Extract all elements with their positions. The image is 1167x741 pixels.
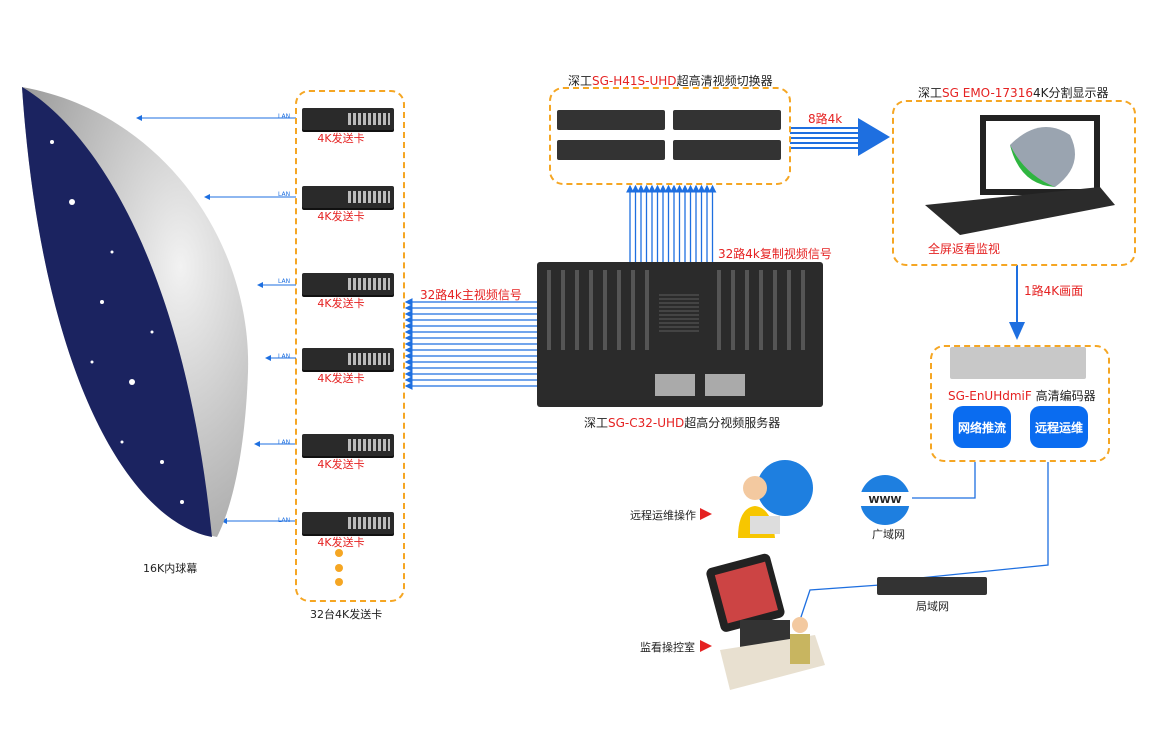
switcher-image <box>673 140 781 160</box>
push-stream-button: 网络推流 <box>953 406 1011 448</box>
server-title: 深工SG-C32-UHD超高分视频服务器 <box>584 416 781 430</box>
lan-label: LAN <box>278 353 291 360</box>
encoder-group <box>930 345 1110 462</box>
encoder-image <box>950 347 1086 379</box>
switcher-image <box>557 140 665 160</box>
svg-text:WWW: WWW <box>868 495 901 506</box>
send-card-group-label: 32台4K发送卡 <box>310 608 383 621</box>
monitor-caption: 全屏返看监视 <box>928 242 1001 256</box>
dome-label: 16K内球幕 <box>143 562 198 575</box>
remote-operator-icon <box>738 460 813 538</box>
monitor-image <box>925 115 1115 235</box>
8ch-label: 8路4k <box>808 112 843 126</box>
send-card-label: 4K发送卡 <box>317 210 365 223</box>
switcher-image <box>673 110 781 130</box>
send-card-image <box>302 512 394 534</box>
switcher-title: 深工SG-H41S-UHD超高清视频切换器 <box>568 74 773 88</box>
dome-screen-image <box>22 87 249 537</box>
control-room-label: 监看操控室 <box>640 641 695 654</box>
wan-label: 广域网 <box>872 528 905 541</box>
globe-icon: WWW <box>860 475 910 525</box>
control-room-image <box>706 553 825 690</box>
copy-signal-arrows <box>626 184 717 262</box>
encoder-title: SG-EnUHdmiF 高清编码器 <box>948 389 1096 403</box>
main-signal-label: 32路4k主视频信号 <box>420 288 522 302</box>
lan-label: LAN <box>278 439 291 446</box>
send-card-image <box>302 273 394 295</box>
1ch-label: 1路4K画面 <box>1024 284 1084 298</box>
main-signal-arrows <box>404 298 537 390</box>
more-dot <box>335 564 343 572</box>
send-card-label: 4K发送卡 <box>317 132 365 145</box>
send-card-image <box>302 434 394 456</box>
lan-label: LAN <box>278 113 291 120</box>
remote-ops-button: 远程运维 <box>1030 406 1088 448</box>
server-image <box>537 262 823 407</box>
8ch-lines <box>790 127 860 149</box>
send-card-group <box>295 90 405 602</box>
more-dot <box>335 578 343 586</box>
more-dot <box>335 549 343 557</box>
send-card-label: 4K发送卡 <box>317 536 365 549</box>
switcher-image <box>557 110 665 130</box>
send-card-image <box>302 186 394 208</box>
monitor-group <box>892 100 1136 266</box>
send-card-label: 4K发送卡 <box>317 297 365 310</box>
send-card-label: 4K发送卡 <box>317 372 365 385</box>
lan-label: LAN <box>278 278 291 285</box>
switcher-group <box>549 87 791 185</box>
monitor-title: 深工SG EMO-173164K分割显示器 <box>918 86 1109 100</box>
lan-label: LAN <box>278 517 291 524</box>
8ch-arrowhead <box>858 118 890 156</box>
lan-arrows <box>136 115 296 524</box>
send-card-image <box>302 108 394 130</box>
lan-label: LAN <box>278 191 291 198</box>
copy-signal-label: 32路4k复制视频信号 <box>718 247 832 261</box>
remote-label: 远程运维操作 <box>630 509 696 522</box>
lan-switch-image <box>877 577 987 595</box>
send-card-label: 4K发送卡 <box>317 458 365 471</box>
lan-label: 局域网 <box>916 600 949 613</box>
send-card-image <box>302 348 394 370</box>
